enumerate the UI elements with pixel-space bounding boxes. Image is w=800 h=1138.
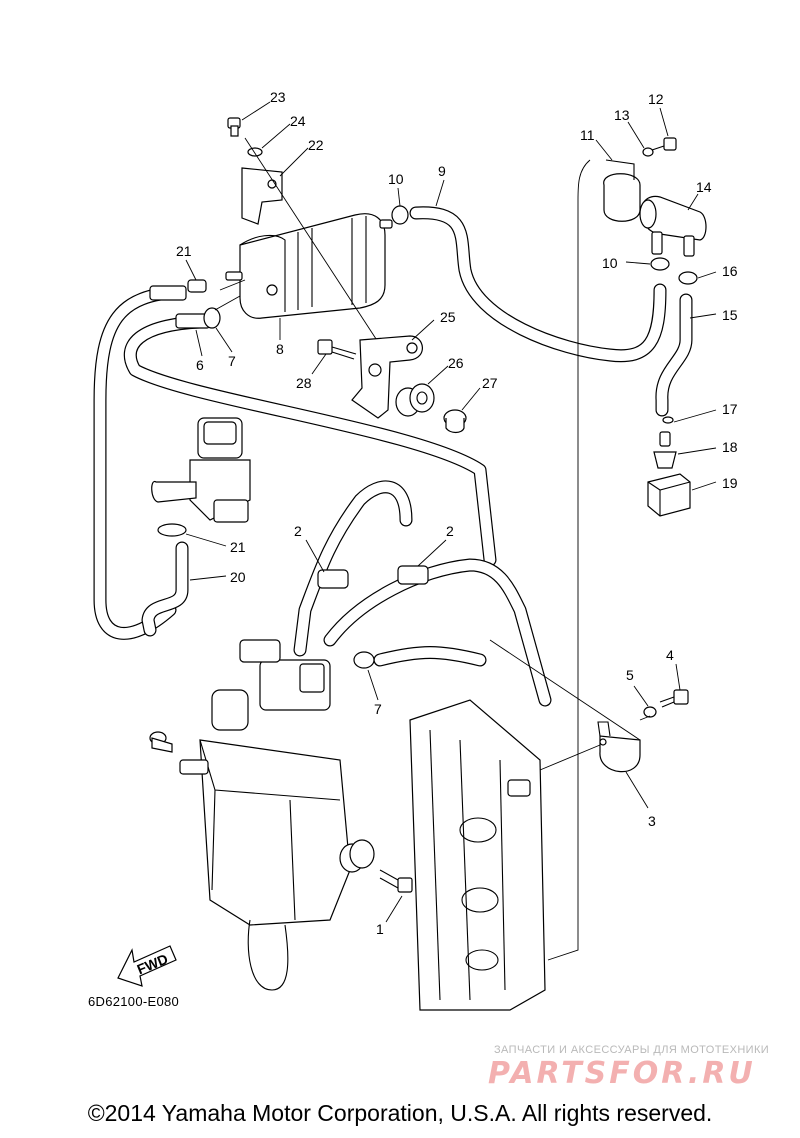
clip-10-right: [650, 257, 670, 271]
callout-12: 12: [648, 91, 664, 107]
bolt-4: [659, 689, 689, 708]
callout-18: 18: [722, 439, 738, 455]
block-19: [647, 473, 691, 517]
fitting-18: [653, 431, 677, 469]
callout-10: 10: [602, 255, 618, 271]
callout-25: 25: [440, 309, 456, 325]
washer-13: [642, 147, 654, 157]
callout-21: 21: [230, 539, 246, 555]
grommet-26: [395, 383, 435, 417]
callout-9: 9: [438, 163, 446, 179]
oring-17: [662, 416, 674, 424]
callout-2: 2: [446, 523, 454, 539]
callout-21: 21: [176, 243, 192, 259]
cylinder-head: [409, 699, 546, 1011]
hose-9: [409, 206, 667, 363]
clip-10-top: [391, 205, 409, 225]
fwd-label: FWD: [135, 951, 171, 978]
grommet-right: [339, 839, 375, 873]
clamp-2a: [317, 569, 349, 589]
callout-20: 20: [230, 569, 246, 585]
clip-16: [678, 271, 698, 285]
callout-22: 22: [308, 137, 324, 153]
canister-8: [225, 213, 393, 319]
bolt-23: [227, 117, 241, 137]
hose-6: [93, 285, 497, 640]
callout-4: 4: [666, 647, 674, 663]
fwd-arrow: FWD: [117, 945, 177, 987]
callout-labels: 1 2 2 3 4 5 6 7 7 8 9 10 10 11 12 13 14 …: [176, 89, 738, 937]
bolt-28: [317, 339, 357, 360]
callout-14: 14: [696, 179, 712, 195]
clamp-2b: [397, 565, 429, 585]
watermark-logo: PARTSFOR.RU: [488, 1056, 756, 1091]
washer-5: [643, 706, 657, 718]
callout-7: 7: [374, 701, 382, 717]
bracket-25: [351, 335, 423, 419]
callout-7: 7: [228, 353, 236, 369]
watermark-tagline: ЗАПЧАСТИ И АКСЕССУАРЫ ДЛЯ МОТОТЕХНИКИ: [494, 1044, 770, 1056]
callout-10: 10: [388, 171, 404, 187]
callout-6: 6: [196, 357, 204, 373]
vapor-separator: [179, 639, 351, 991]
reference-lines: [214, 159, 651, 961]
hose-2: [293, 480, 552, 707]
callout-17: 17: [722, 401, 738, 417]
separator-14: [639, 195, 707, 257]
drawing-code: 6D62100-E080: [88, 994, 180, 1009]
callout-16: 16: [722, 263, 738, 279]
callout-11: 11: [580, 127, 595, 143]
collar-27: [443, 409, 467, 434]
hose-15: [655, 293, 693, 417]
callout-24: 24: [290, 113, 306, 129]
callout-2: 2: [294, 523, 302, 539]
holder-3: [597, 721, 641, 773]
hose-20: [141, 541, 189, 637]
callout-1: 1: [376, 921, 384, 937]
copyright-notice: ©2014 Yamaha Motor Corporation, U.S.A. A…: [87, 1100, 713, 1126]
callout-23: 23: [270, 89, 286, 105]
clip-7-top: [203, 307, 221, 329]
leader-lines: [185, 101, 717, 923]
callout-27: 27: [482, 375, 498, 391]
callout-5: 5: [626, 667, 634, 683]
callout-19: 19: [722, 475, 738, 491]
clip-7-bottom: [353, 651, 375, 669]
callout-8: 8: [276, 341, 284, 357]
bracket-22: [241, 167, 283, 225]
callout-13: 13: [614, 107, 630, 123]
screw-12: [651, 137, 677, 151]
collar-left: [149, 731, 173, 753]
callout-26: 26: [448, 355, 464, 371]
washer-24: [247, 147, 263, 157]
solenoid-valve: [151, 417, 251, 523]
bolt-1: [379, 869, 413, 893]
callout-15: 15: [722, 307, 738, 323]
callout-28: 28: [296, 375, 312, 391]
callout-3: 3: [648, 813, 656, 829]
holder-11: [603, 159, 641, 222]
clip-21-top: [187, 279, 207, 293]
clip-21-bottom: [157, 523, 187, 537]
